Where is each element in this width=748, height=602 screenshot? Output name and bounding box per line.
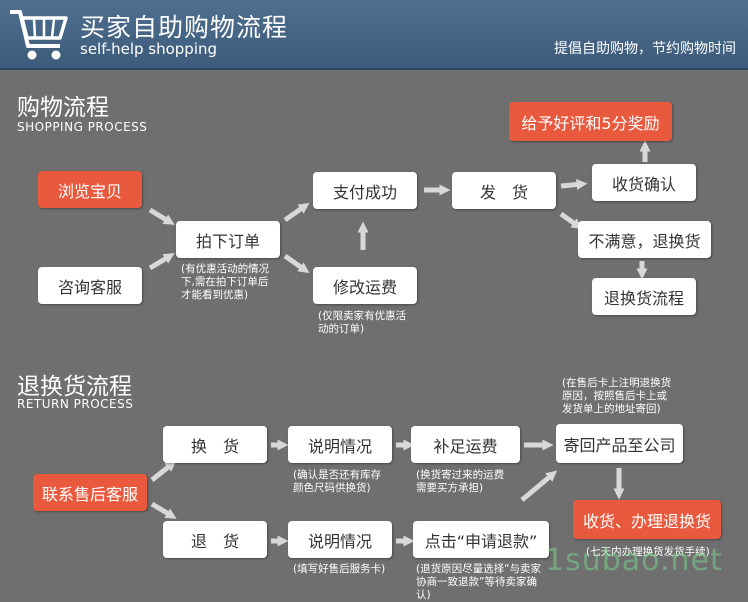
order-note-line: 才能看到优惠) (181, 289, 249, 301)
modify-note-line: 动的订单) (318, 323, 365, 335)
send-back-box: 寄回产品至公司 (556, 424, 683, 463)
returns-subtitle: RETURN PROCESS (17, 397, 134, 411)
apply-refund-note-line: (退货原因尽量选择“与卖家 (416, 563, 542, 575)
order-note: (有优惠活动的情况 下,需在拍下订单后 才能看到优惠) (181, 263, 269, 302)
exchange-box: 换 货 (163, 426, 267, 463)
unsatisfied-box: 不满意，退换货 (578, 221, 711, 258)
contact-box: 联系售后客服 (33, 474, 147, 511)
shipping-fee-note: (换货寄过来的运费 需要买方承担) (416, 469, 504, 495)
modify-box: 修改运费 (313, 267, 417, 304)
arrow-browse-order (148, 207, 175, 225)
explain-exchange-note-line: 颜色尺码供换货) (293, 482, 371, 494)
browse-box: 浏览宝贝 (38, 171, 142, 208)
header-title: 买家自助购物流程 (80, 13, 289, 42)
explain-refund-note-line: (填写好售后服务卡) (293, 563, 386, 575)
apply-refund-note: (退货原因尽量选择“与卖家 协商一致退款”等待卖家确 认) (416, 563, 541, 602)
returns-title: 退换货流程 (17, 374, 132, 400)
send-back-note-line: 原因，按照售后卡上或 (562, 390, 667, 402)
receive-box: 收货、办理退换货 (573, 500, 721, 539)
pay-box: 支付成功 (313, 172, 417, 209)
shipping-fee-box: 补足运费 (411, 426, 520, 463)
confirm-box: 收货确认 (592, 164, 696, 201)
watermark: 1subao.net (545, 543, 723, 578)
shopping-subtitle: SHOPPING PROCESS (17, 120, 148, 134)
arrow-contact-exchange (150, 460, 177, 482)
explain-refund-box: 说明情况 (288, 521, 392, 558)
arrow-ship-confirm (560, 179, 588, 190)
order-box: 拍下订单 (176, 221, 280, 258)
ship-box: 发 货 (452, 172, 556, 209)
refund-box: 退 货 (163, 521, 267, 558)
modify-note-line: (仅限卖家有优惠活 (318, 310, 407, 322)
review-box: 给予好评和5分奖励 (509, 102, 672, 141)
shipping-fee-note-line: (换货寄过来的运费 (416, 469, 505, 481)
explain-exchange-note: (确认是否还有库存 颜色尺码供换货) (293, 469, 381, 495)
send-back-note: (在售后卡上注明退换货 原因，按照售后卡上或 发货单上的地址寄回) (562, 377, 671, 416)
return-flow-box: 退换货流程 (592, 278, 696, 315)
arrow-consult-order (148, 253, 175, 271)
explain-refund-note: (填写好售后服务卡) (293, 563, 385, 576)
explain-exchange-box: 说明情况 (288, 426, 392, 463)
receive-note: (七天内办理换货发货手续) (586, 546, 710, 559)
arrow-apply-sendback (520, 470, 558, 502)
order-note-line: 下,需在拍下订单后 (181, 276, 269, 288)
order-note-line: (有优惠活动的情况 (181, 263, 270, 275)
shopping-title: 购物流程 (17, 95, 109, 121)
header-banner: 买家自助购物流程 self-help shopping 提倡自助购物，节约购物时… (0, 0, 748, 70)
shipping-fee-note-line: 需要买方承担) (416, 482, 484, 494)
arrow-contact-refund (150, 501, 177, 519)
arrow-ship-unsatisfied (559, 211, 583, 230)
shopping-cart-icon (10, 10, 68, 60)
send-back-note-line: (在售后卡上注明退换货 (562, 377, 672, 389)
apply-refund-box: 点击“申请退款” (413, 521, 549, 558)
modify-note: (仅限卖家有优惠活 动的订单) (318, 310, 406, 336)
apply-refund-note-line: 协商一致退款”等待卖家确 (416, 576, 537, 588)
header-slogan: 提倡自助购物，节约购物时间 (554, 41, 736, 57)
arrow-order-modify (283, 253, 310, 274)
explain-exchange-note-line: (确认是否还有库存 (293, 469, 382, 481)
consult-box: 咨询客服 (38, 267, 142, 304)
send-back-note-line: 发货单上的地址寄回) (562, 403, 661, 415)
header-subtitle: self-help shopping (80, 40, 218, 58)
receive-note-line: (七天内办理换货发货手续) (586, 546, 710, 558)
arrow-order-pay (283, 202, 310, 223)
apply-refund-note-line: 认) (416, 589, 431, 601)
